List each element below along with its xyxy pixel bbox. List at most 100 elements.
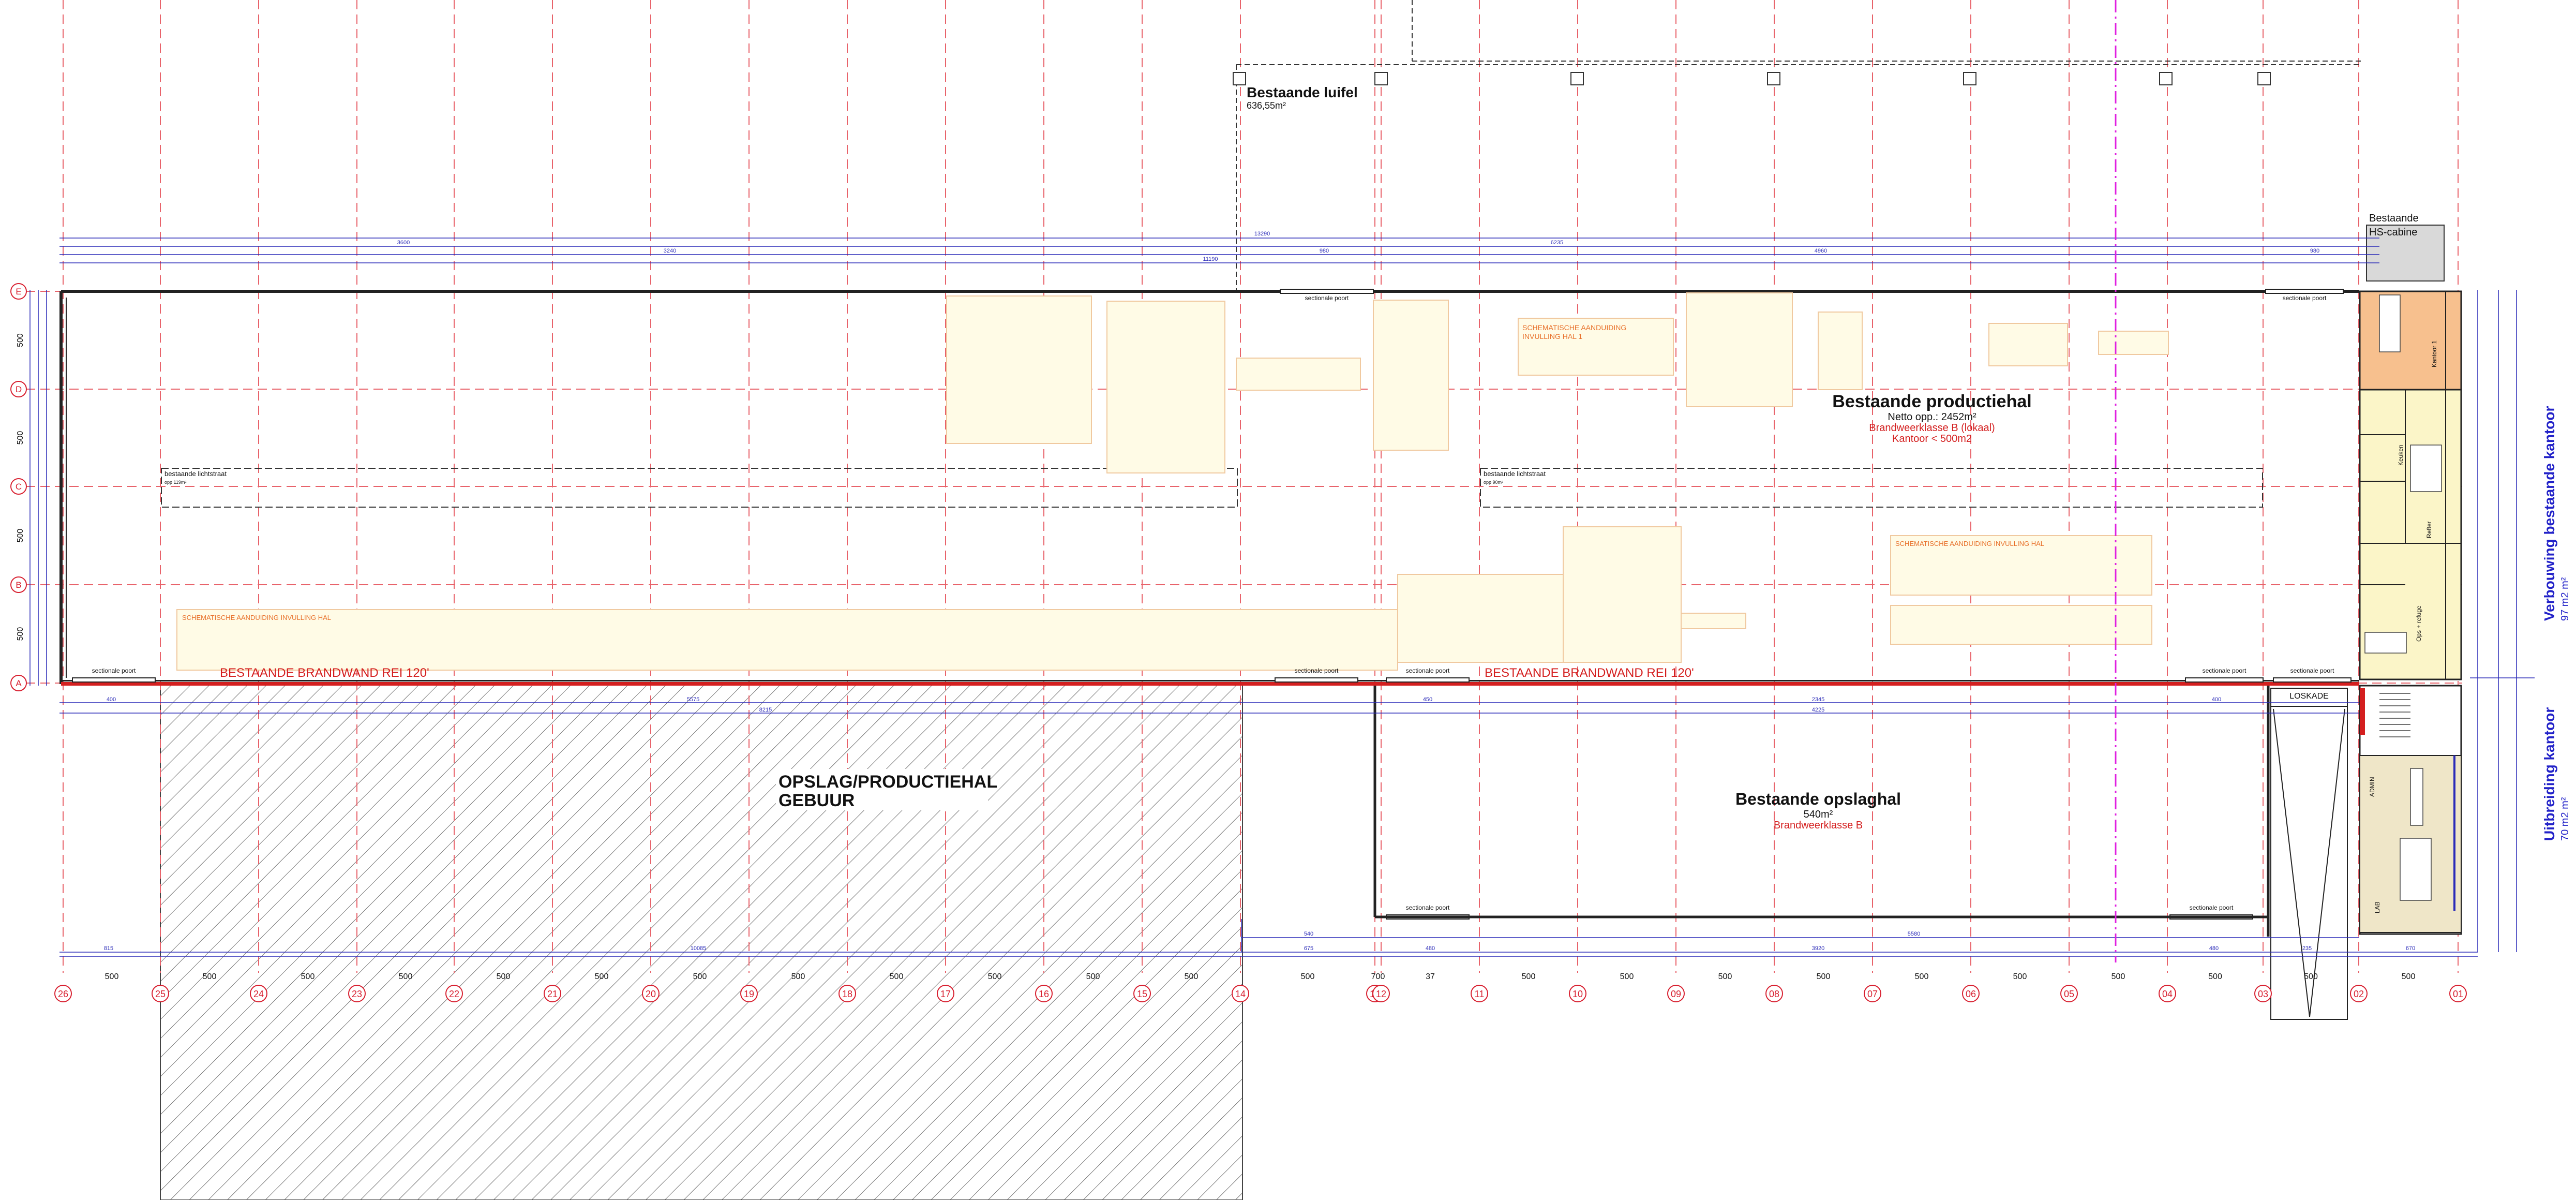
- luifel-area: 636,55m²: [1247, 100, 1286, 111]
- column-labels: 2650025500245002350022500215002050019500…: [54, 972, 2467, 1002]
- grid-row-label: D: [16, 384, 22, 394]
- grid-column-bubble: [2350, 985, 2368, 1002]
- dim-top-2: 13290: [1254, 231, 1270, 237]
- grid-column-label: 09: [1671, 989, 1681, 999]
- grid-column-label: 14: [1235, 989, 1246, 999]
- grid-column-spacing: 500: [1301, 972, 1315, 981]
- grid-column-spacing: 500: [2208, 972, 2222, 981]
- verbouwing-title: Verbouwing bestaande kantoor: [2541, 406, 2557, 621]
- grid-column-spacing: 500: [2402, 972, 2416, 981]
- grid-row-spacing: 500: [16, 627, 25, 641]
- dim-bot-10: 670: [2406, 945, 2415, 952]
- poort-label-6: sectionale poort: [1305, 294, 1349, 302]
- grid-column-spacing: 500: [2013, 972, 2027, 981]
- opslaghal-walls: [1373, 686, 2270, 937]
- grid-column-label: 22: [449, 989, 459, 999]
- grid-column-spacing: 500: [1915, 972, 1929, 981]
- grid-column-spacing: 700: [1371, 972, 1385, 981]
- grid-column-label: 11: [1475, 989, 1485, 999]
- dim-bot-1: 815: [104, 945, 113, 952]
- grid-column-label: 02: [2354, 989, 2364, 999]
- dim-top-7: 980: [2310, 248, 2319, 254]
- grid-column-bubble: [1133, 985, 1151, 1002]
- dim-mid-5: 400: [2212, 697, 2221, 703]
- left-dimension-lines: [29, 290, 47, 686]
- grid-row-label: C: [16, 482, 22, 492]
- grid-column-spacing: 500: [1718, 972, 1732, 981]
- lichtstraat-1-label: bestaande lichtstraat: [164, 470, 227, 478]
- grid-column-bubble: [937, 985, 954, 1002]
- room-kantoor: Kantoor 1: [2431, 340, 2438, 367]
- poort-label-7: sectionale poort: [2283, 294, 2327, 302]
- productiehal-kantoor: Kantoor < 500m2: [1892, 433, 1972, 445]
- grid-column-label: 12: [1376, 989, 1386, 999]
- uitbreiding-area: 70 m2 m²: [2559, 797, 2571, 841]
- room-lab: LAB: [2374, 901, 2381, 913]
- productiehal-title: Bestaande productiehal: [1832, 392, 2031, 411]
- luifel-columns: [1233, 72, 2271, 85]
- grid-column-label: 06: [1966, 989, 1976, 999]
- grid-column-spacing: 500: [890, 972, 904, 981]
- grid-column-bubble: [1035, 985, 1053, 1002]
- productiehal-netto: Netto opp.: 2452m²: [1888, 411, 1976, 423]
- grid-column-label: 07: [1867, 989, 1878, 999]
- grid-column-label: 08: [1769, 989, 1779, 999]
- mid-dimension-lines: [59, 702, 2359, 714]
- grid-column-spacing: 500: [791, 972, 805, 981]
- bottom-dimension-lines: [59, 919, 2478, 957]
- dim-mid-4: 2345: [1812, 697, 1824, 703]
- grid-column-label: 24: [253, 989, 264, 999]
- luifel-title: Bestaande luifel: [1247, 84, 1358, 100]
- grid-column-spacing: 37: [1426, 972, 1435, 981]
- uitbreiding-title: Uitbreiding kantoor: [2541, 707, 2557, 841]
- grid-column-label: 10: [1572, 989, 1583, 999]
- dim-bot-8: 480: [2209, 945, 2219, 952]
- grid-row-spacing: 500: [16, 431, 25, 445]
- room-admin: ADMIN: [2369, 777, 2376, 797]
- hs-cabine: [2366, 225, 2445, 282]
- brandwand-label-2: BESTAANDE BRANDWAND REI 120': [1485, 666, 1694, 680]
- grid-column-bubble: [740, 985, 758, 1002]
- dim-mid-6: 8215: [759, 707, 772, 713]
- grid-column-label: 20: [646, 989, 656, 999]
- grid-column-spacing: 500: [497, 972, 511, 981]
- grid-column-spacing: 500: [105, 972, 119, 981]
- grid-column-spacing: 500: [301, 972, 315, 981]
- grid-column-label: 03: [2258, 989, 2268, 999]
- grid-column-spacing: 500: [2111, 972, 2125, 981]
- grid-column-bubble: [1232, 985, 1249, 1002]
- grid-column-spacing: 500: [1620, 972, 1634, 981]
- grid-column-label: 05: [2064, 989, 2074, 999]
- grid-column-bubble: [544, 985, 561, 1002]
- hs-cabine-label-1: Bestaande: [2369, 213, 2419, 224]
- dim-bot-2: 10085: [691, 945, 707, 952]
- dim-mid-1: 400: [107, 697, 116, 703]
- grid-column-bubble: [54, 985, 72, 1002]
- grid-row-spacing: 500: [16, 529, 25, 543]
- dim-mid-7: 4225: [1812, 707, 1824, 713]
- poort-label-1: sectionale poort: [92, 667, 136, 674]
- grid-column-label: 26: [58, 989, 68, 999]
- dim-bot-3: 540: [1304, 931, 1313, 937]
- lichtstraat-1: [161, 468, 1238, 508]
- dim-top-8: 11190: [1203, 256, 1218, 262]
- grid-column-spacing: 500: [595, 972, 609, 981]
- grid-row-bubble: [10, 283, 27, 300]
- grid-column-bubble: [1372, 985, 1390, 1002]
- grid-column-bubble: [1569, 985, 1586, 1002]
- grid-column-spacing: 500: [1086, 972, 1100, 981]
- poort-label-5: sectionale poort: [2290, 667, 2334, 674]
- office-extension: [2359, 685, 2462, 935]
- poort-label-9: sectionale poort: [2190, 904, 2234, 911]
- lichtstraat-2: [1480, 468, 2263, 508]
- grid-column-spacing: 500: [693, 972, 707, 981]
- dim-bot-9: 235: [2302, 945, 2312, 952]
- grid-column-label: 04: [2162, 989, 2173, 999]
- grid-column-label: 25: [155, 989, 166, 999]
- grid-column-bubble: [1471, 985, 1488, 1002]
- gebuur-label-1: OPSLAG/PRODUCTIEHAL: [778, 772, 997, 792]
- dim-mid-2: 5575: [687, 697, 699, 703]
- opslaghal-fire: Brandweerklasse B: [1774, 820, 1863, 831]
- dim-mid-3: 450: [1423, 697, 1432, 703]
- lichtstraat-2-label: bestaande lichtstraat: [1484, 470, 1546, 478]
